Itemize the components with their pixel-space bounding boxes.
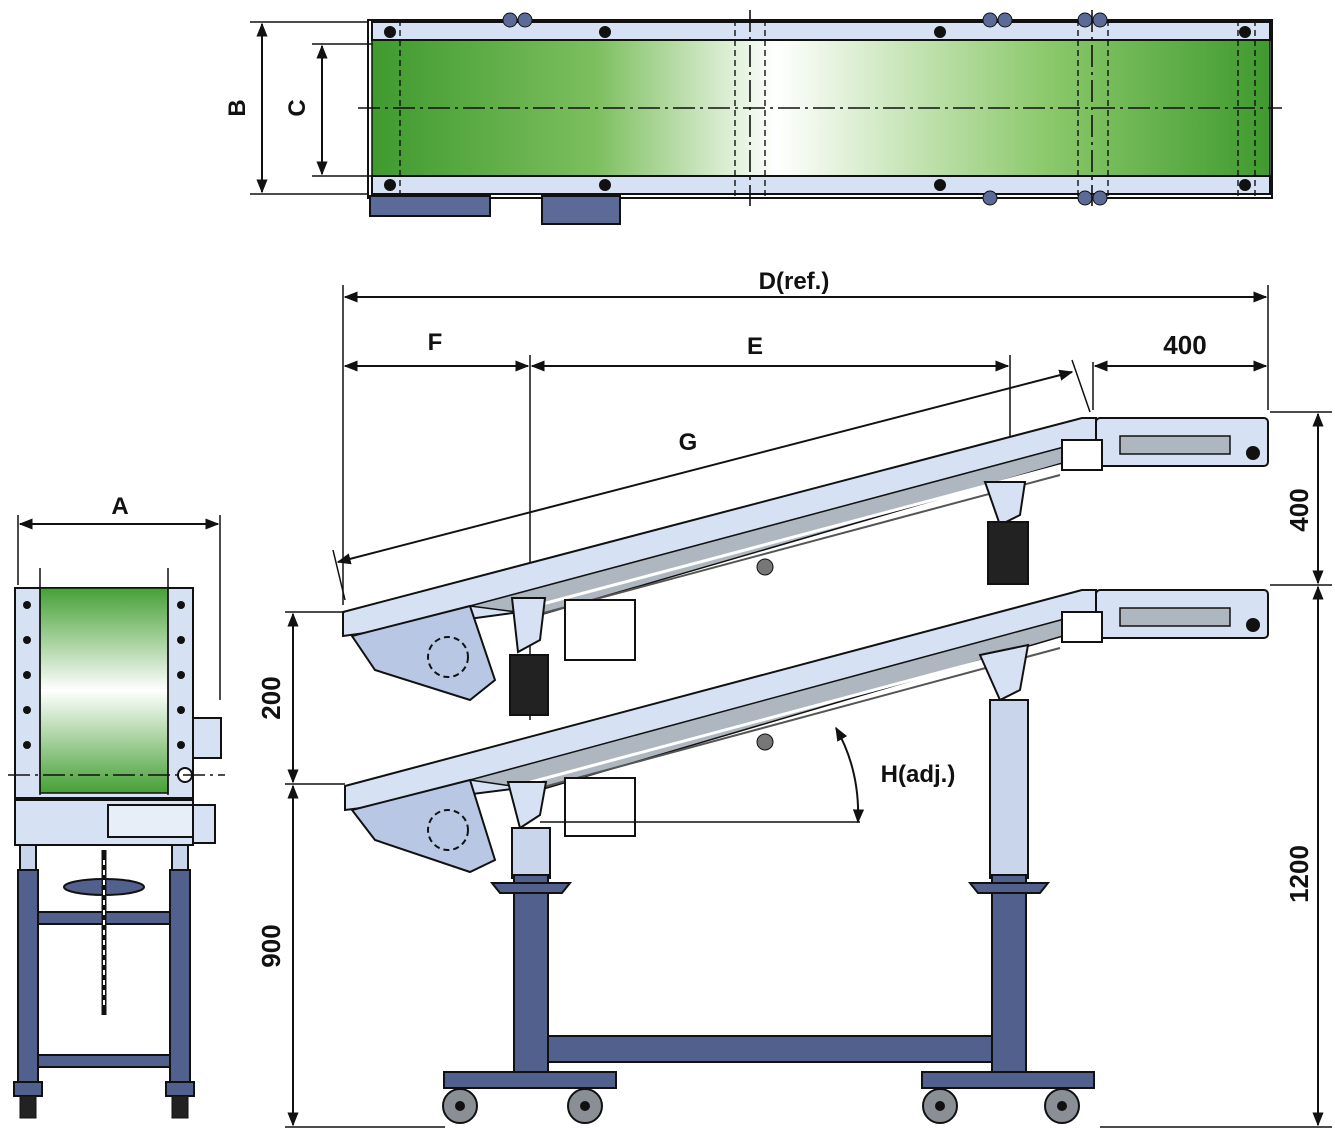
dim-label-1200: 1200 bbox=[1284, 845, 1314, 903]
dim-label-900: 900 bbox=[256, 924, 286, 967]
dim-label-c: C bbox=[284, 99, 311, 116]
dim-label-d: D(ref.) bbox=[759, 268, 830, 295]
conveyor-lower: H(adj.) bbox=[344, 589, 1269, 874]
top-view: B C bbox=[224, 10, 1282, 225]
end-view: A bbox=[8, 493, 225, 1119]
dim-label-right-400: 400 bbox=[1284, 488, 1314, 531]
top-rollers bbox=[384, 12, 1251, 206]
conveyor-upper bbox=[342, 417, 1269, 716]
dim-label-top-400: 400 bbox=[1163, 330, 1206, 360]
elevation-view: D(ref.) F E 400 G bbox=[256, 268, 1332, 1128]
dim-label-200: 200 bbox=[256, 676, 286, 719]
dim-label-a: A bbox=[111, 493, 128, 520]
dim-label-h: H(adj.) bbox=[881, 761, 956, 788]
dim-label-e: E bbox=[747, 333, 763, 360]
dim-label-b: B bbox=[224, 99, 251, 116]
stand bbox=[442, 699, 1095, 1124]
dim-label-f: F bbox=[428, 329, 443, 356]
dim-label-g: G bbox=[679, 429, 698, 456]
